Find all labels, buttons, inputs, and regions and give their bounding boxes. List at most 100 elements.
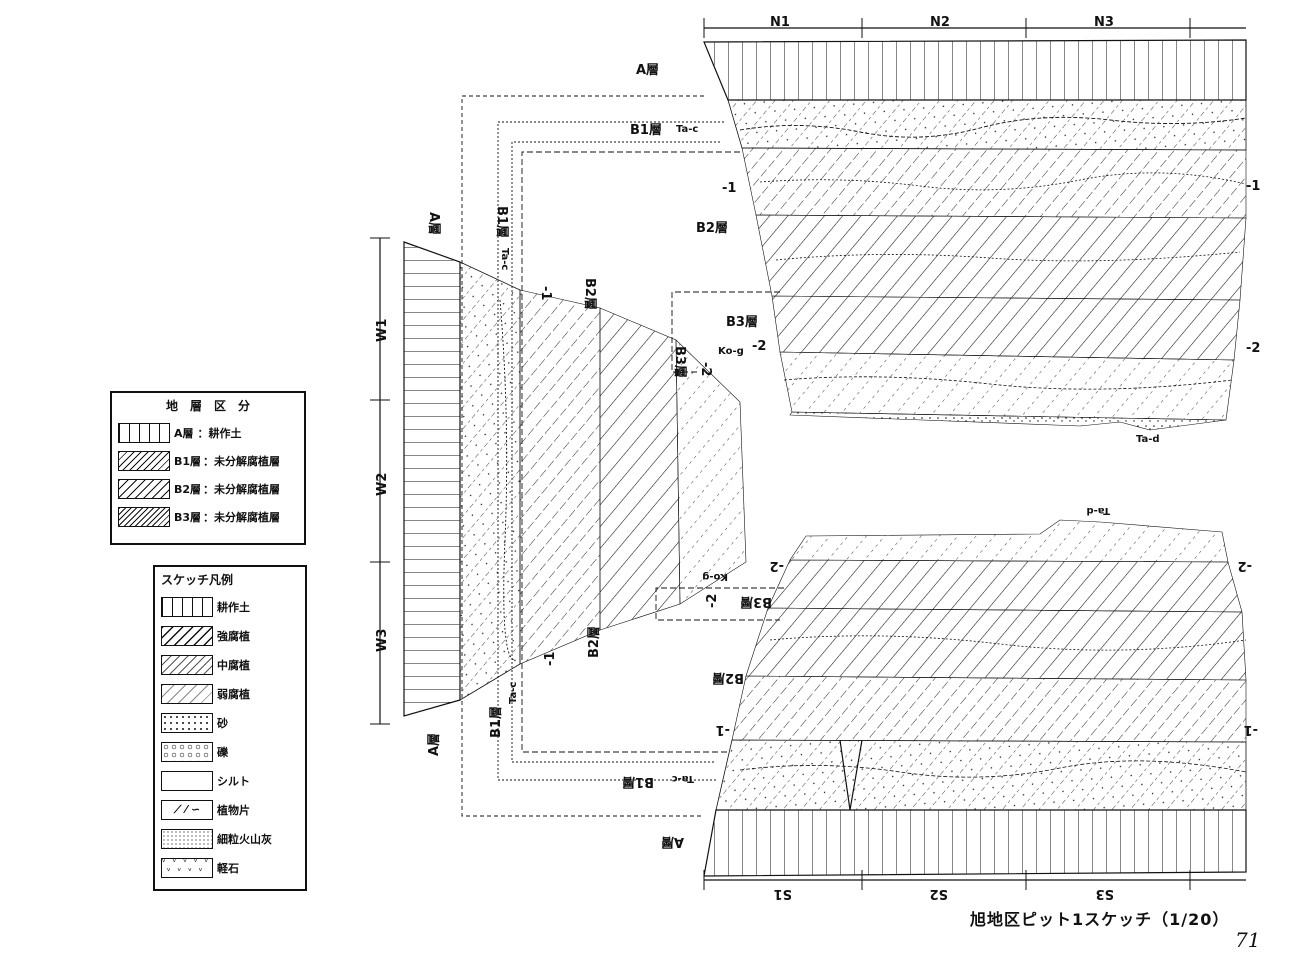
legend-row: 耕作土 bbox=[161, 595, 250, 619]
pattern-swatch bbox=[118, 507, 170, 527]
legend-row: 細粒火山灰 bbox=[161, 827, 272, 851]
section-label: S3 bbox=[1096, 886, 1114, 901]
pattern-swatch bbox=[161, 626, 213, 646]
tephra-label: Ta-c bbox=[676, 124, 698, 135]
legend-desc: ：耕作土 bbox=[197, 427, 242, 440]
north-wall bbox=[703, 18, 1247, 431]
stratum-legend-title: 地 層 区 分 bbox=[165, 399, 250, 413]
legend-row: 砂 bbox=[161, 711, 228, 735]
pattern-swatch bbox=[161, 829, 213, 849]
depth-label: -2 bbox=[752, 339, 766, 354]
layer-label: B3層 bbox=[672, 346, 687, 378]
west-wall bbox=[370, 237, 747, 725]
layer-label: B1層 bbox=[630, 123, 662, 138]
legend-desc: ：未分解腐植層 bbox=[203, 483, 281, 496]
section-label: W3 bbox=[375, 629, 390, 652]
pattern-swatch bbox=[161, 684, 213, 704]
depth-label: -1 bbox=[538, 286, 553, 300]
boundary-guides bbox=[461, 95, 784, 817]
pattern-swatch bbox=[161, 742, 213, 762]
legend-label: 弱腐植 bbox=[217, 688, 250, 701]
legend-row-b2: B2層 ：未分解腐植層 bbox=[118, 477, 280, 501]
pattern-swatch bbox=[118, 423, 170, 443]
legend-row: ⟋ ⁄ ∽ 植物片 bbox=[161, 798, 250, 822]
section-label: N3 bbox=[1094, 15, 1114, 30]
labels: N1 N2 N3 S1 S2 S3 W1 W2 W3 A層 B1層 Ta-c B… bbox=[375, 15, 1260, 901]
legend-row: 弱腐植 bbox=[161, 682, 250, 706]
depth-label: -2 bbox=[770, 558, 784, 573]
layer-label: B2層 bbox=[712, 670, 744, 685]
depth-label: -2 bbox=[705, 594, 720, 608]
layer-label: B2層 bbox=[587, 626, 602, 658]
pattern-swatch bbox=[118, 451, 170, 471]
legend-label: 礫 bbox=[217, 746, 228, 759]
depth-label: -1 bbox=[1246, 179, 1260, 194]
legend-label: 植物片 bbox=[217, 804, 250, 817]
page-number: 71 bbox=[1235, 928, 1261, 952]
legend-desc: ：未分解腐植層 bbox=[203, 511, 281, 524]
layer-label: B3層 bbox=[740, 594, 772, 609]
layer-label: A層 bbox=[661, 834, 684, 849]
sketch-legend-title: スケッチ凡例 bbox=[161, 573, 234, 587]
pattern-swatch bbox=[161, 771, 213, 791]
pattern-swatch bbox=[161, 713, 213, 733]
legend-label: 軽石 bbox=[217, 862, 239, 875]
pattern-swatch: ⟋ ⁄ ∽ bbox=[161, 800, 213, 820]
legend-code: B3層 bbox=[174, 511, 202, 524]
legend-row-a: A層 ：耕作土 bbox=[118, 421, 242, 445]
depth-label: -2 bbox=[1238, 558, 1252, 573]
layer-label: A層 bbox=[426, 212, 441, 235]
legend-row: 中腐植 bbox=[161, 653, 250, 677]
south-wall bbox=[703, 519, 1247, 890]
tephra-label: Ta-d bbox=[1086, 505, 1110, 516]
legend-code: B1層 bbox=[174, 455, 202, 468]
sketch-legend: スケッチ凡例 耕作土 強腐植 中腐植 弱腐植 砂 礫 シルト ⟋ ⁄ ∽ 植物片… bbox=[153, 565, 307, 891]
depth-label: -2 bbox=[1246, 341, 1260, 356]
legend-row: 礫 bbox=[161, 740, 228, 764]
legend-label: 砂 bbox=[217, 717, 228, 730]
legend-row: 強腐植 bbox=[161, 624, 250, 648]
layer-label: B3層 bbox=[726, 315, 758, 330]
depth-label: -1 bbox=[716, 722, 730, 737]
tephra-label: Ta-d bbox=[1136, 434, 1160, 445]
tephra-label: Ta-c bbox=[508, 682, 519, 704]
tephra-label: Ko-g bbox=[702, 571, 728, 582]
pattern-swatch bbox=[161, 655, 213, 675]
layer-label: A層 bbox=[427, 733, 442, 756]
depth-label: -1 bbox=[1244, 722, 1258, 737]
legend-label: 耕作土 bbox=[217, 601, 250, 614]
legend-desc: ：未分解腐植層 bbox=[203, 455, 281, 468]
legend-label: シルト bbox=[217, 775, 250, 788]
pattern-swatch: ᵛ ᵛ ᵛ ᵛ ᵛ ᵛ ᵛ ᵛ ᵛ bbox=[161, 858, 213, 878]
layer-label: B2層 bbox=[582, 278, 597, 310]
legend-code: A層 bbox=[174, 427, 194, 440]
legend-label: 中腐植 bbox=[217, 659, 250, 672]
legend-row-b1: B1層 ：未分解腐植層 bbox=[118, 449, 280, 473]
depth-label: -1 bbox=[543, 652, 558, 666]
legend-code: B2層 bbox=[174, 483, 202, 496]
legend-row-b3: B3層 ：未分解腐植層 bbox=[118, 505, 280, 529]
tephra-label: Ko-g bbox=[718, 346, 744, 357]
layer-label: A層 bbox=[636, 63, 659, 78]
stratum-legend: 地 層 区 分 A層 ：耕作土 B1層 ：未分解腐植層 B2層 ：未分解腐植層 … bbox=[110, 391, 306, 545]
tephra-label: Ta-c bbox=[672, 773, 694, 784]
figure-title: 旭地区ピット1スケッチ（1/20） bbox=[970, 910, 1230, 929]
legend-label: 細粒火山灰 bbox=[217, 833, 272, 846]
pattern-swatch bbox=[118, 479, 170, 499]
section-label: W2 bbox=[375, 473, 390, 496]
legend-row: シルト bbox=[161, 769, 250, 793]
section-label: S1 bbox=[774, 886, 792, 901]
depth-label: -2 bbox=[698, 362, 713, 376]
section-label: S2 bbox=[930, 886, 948, 901]
layer-label: B1層 bbox=[489, 706, 504, 738]
pattern-swatch bbox=[161, 597, 213, 617]
legend-label: 強腐植 bbox=[217, 630, 250, 643]
section-label: N1 bbox=[770, 15, 790, 30]
layer-label: B1層 bbox=[622, 774, 654, 789]
depth-label: -1 bbox=[722, 181, 736, 196]
section-label: W1 bbox=[375, 319, 390, 342]
tephra-label: Ta-c bbox=[499, 248, 510, 270]
section-label: N2 bbox=[930, 15, 950, 30]
legend-row: ᵛ ᵛ ᵛ ᵛ ᵛ ᵛ ᵛ ᵛ ᵛ 軽石 bbox=[161, 856, 239, 880]
